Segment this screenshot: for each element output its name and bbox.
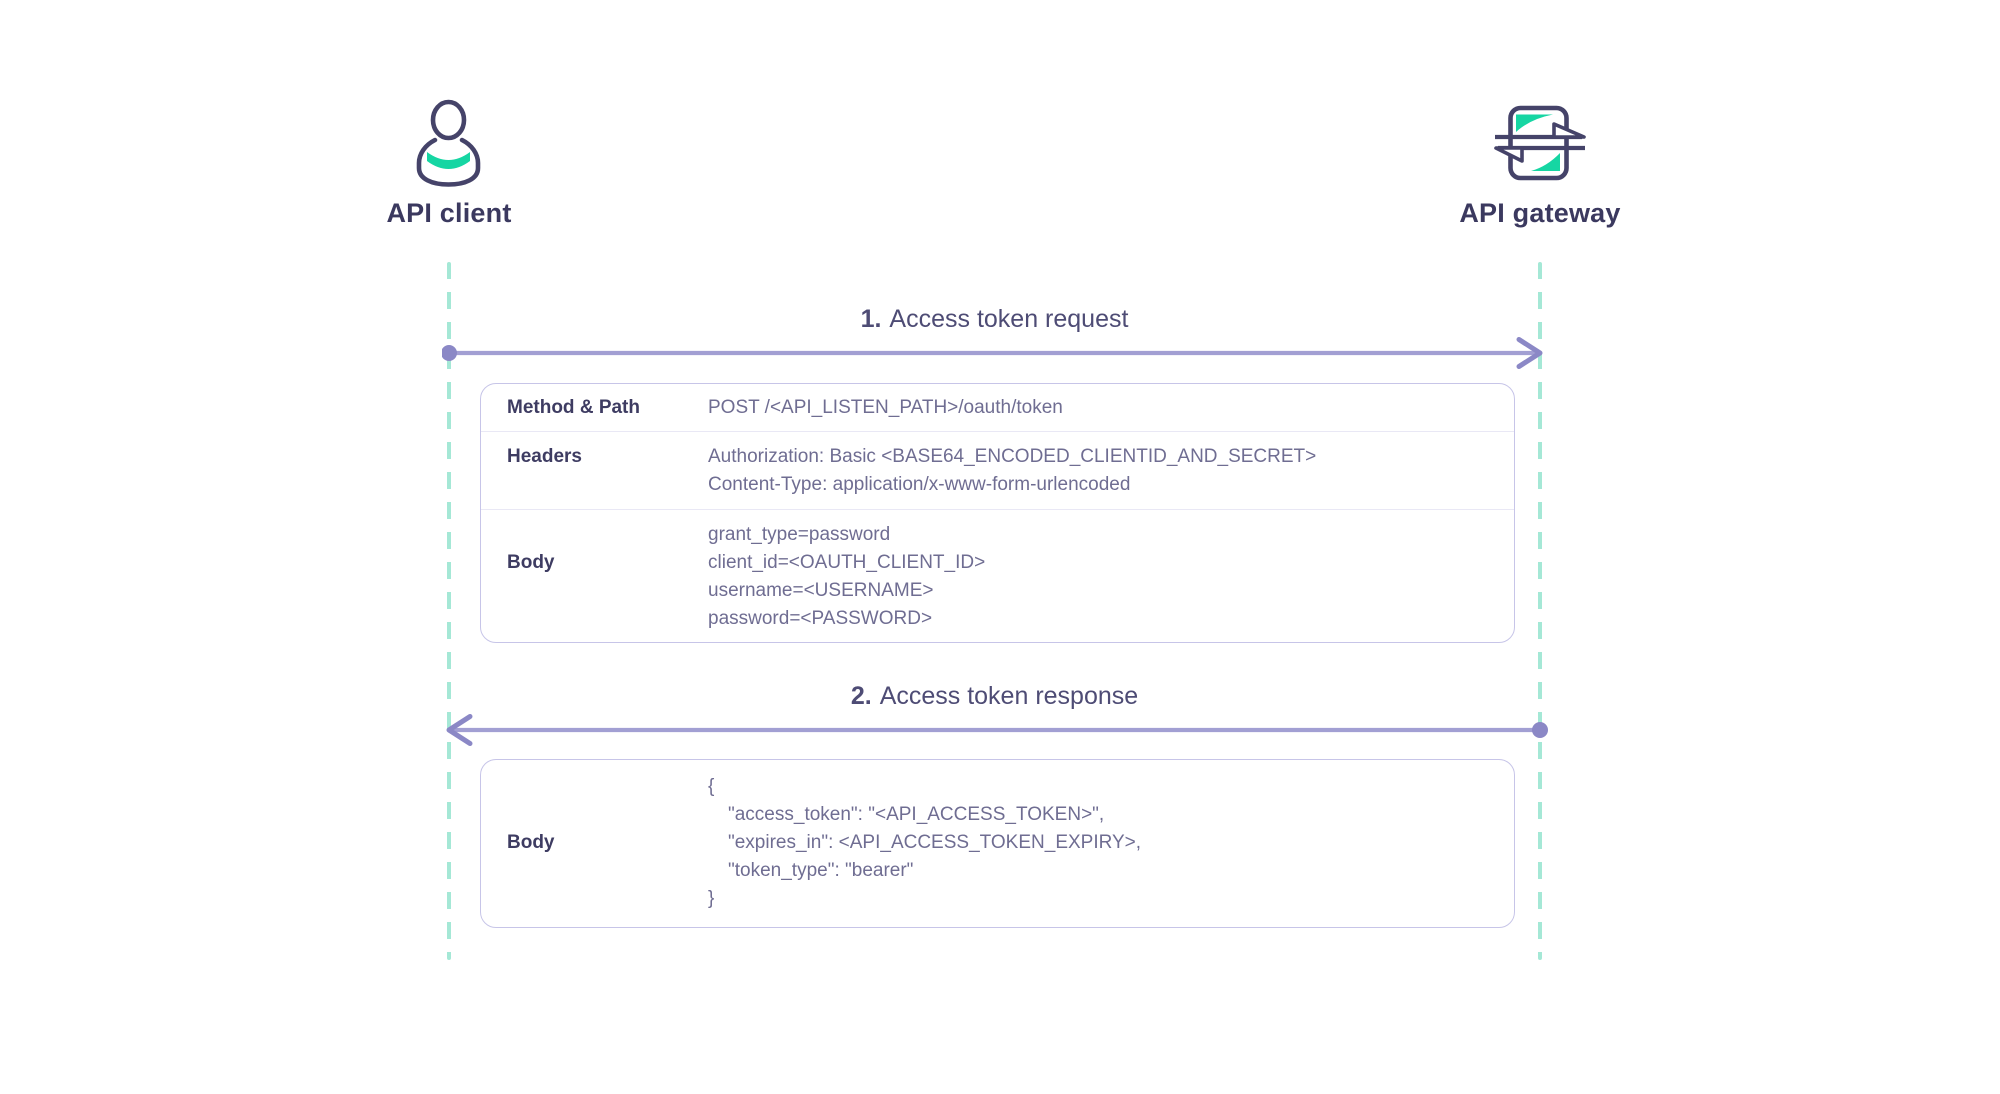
message-1-number: 1.: [860, 305, 882, 333]
table-row-response-body: Body { "access_token": "<API_ACCESS_TOKE…: [481, 760, 1514, 926]
actor-api-gateway: API gateway: [1430, 92, 1650, 229]
row-value: POST /<API_LISTEN_PATH>/oauth/token: [708, 396, 1063, 418]
gateway-swap-icon: [1494, 105, 1586, 181]
api-client-label: API client: [386, 198, 512, 228]
api-client-icon-box: [413, 92, 485, 188]
row-label: Headers: [507, 446, 582, 467]
api-gateway-label: API gateway: [1459, 198, 1621, 228]
arrow-right-icon: [441, 337, 1543, 369]
message-1-label: 1.Access token request: [860, 305, 1129, 333]
row-value: { "access_token": "<API_ACCESS_TOKEN>", …: [708, 776, 1142, 909]
row-value: grant_type=password client_id=<OAUTH_CLI…: [708, 524, 986, 629]
message-2-label: 2.Access token response: [850, 682, 1139, 710]
message-2-arrow: [442, 710, 1548, 750]
table-row-method-path: Method & Path POST /<API_LISTEN_PATH>/oa…: [481, 384, 1514, 431]
row-label: Method & Path: [507, 396, 640, 418]
row-label: Body: [507, 832, 555, 853]
table-row-body: Body grant_type=password client_id=<OAUT…: [481, 509, 1514, 644]
message-1-arrow: [441, 333, 1548, 373]
arrow-left-icon: [446, 714, 1548, 746]
row-value: Authorization: Basic <BASE64_ENCODED_CLI…: [708, 446, 1317, 495]
response-details-table: Body { "access_token": "<API_ACCESS_TOKE…: [480, 759, 1515, 928]
message-2-number: 2.: [850, 682, 872, 710]
request-details-table: Method & Path POST /<API_LISTEN_PATH>/oa…: [480, 383, 1515, 643]
actor-api-client: API client: [339, 92, 559, 229]
table-row-headers: Headers Authorization: Basic <BASE64_ENC…: [481, 431, 1514, 509]
row-label: Body: [507, 552, 555, 573]
api-gateway-icon-box: [1492, 92, 1588, 188]
user-icon: [416, 99, 481, 187]
api-client-lifeline: [447, 262, 451, 960]
api-gateway-lifeline: [1538, 262, 1542, 960]
